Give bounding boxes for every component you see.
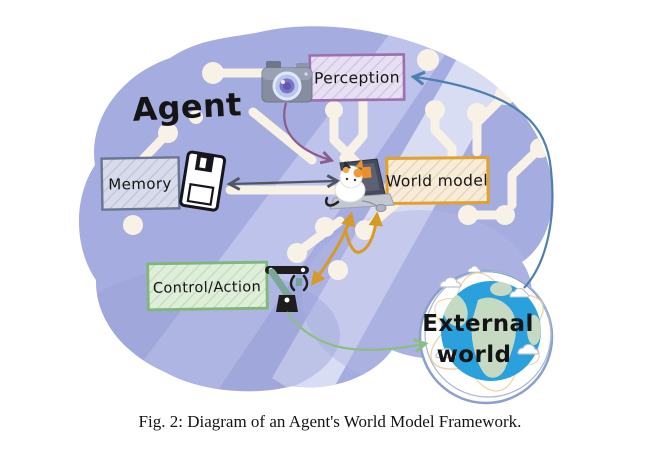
figure-caption-text: Fig. 2: Diagram of an Agent's World Mode… [138, 412, 522, 431]
arrow-worldmodel-control [310, 211, 356, 286]
perception-label: Perception [314, 69, 400, 88]
arrow-control-worldmodel-loop [343, 211, 383, 254]
memory-label: Memory [108, 174, 172, 193]
memory-box: Memory [100, 156, 181, 211]
camera-icon [261, 61, 313, 103]
external-world-label-line1: External [422, 311, 533, 337]
world-model-label: World model [386, 171, 488, 190]
globe-icon [430, 265, 544, 392]
robot-arm-icon [265, 266, 309, 312]
control-action-label: Control/Action [153, 279, 262, 297]
perception-box: Perception [308, 53, 406, 102]
arrow-control-to-external [286, 311, 424, 350]
brain-shape [78, 26, 553, 392]
floppy-disk-icon [179, 150, 227, 212]
control-action-box: Control/Action [146, 260, 269, 312]
external-world-circle: External world [418, 265, 554, 405]
external-world-label-line2: world [437, 342, 512, 368]
world-model-box: World model [385, 155, 490, 206]
figure-diagram: Perception Memory World model Control/Ac… [78, 26, 554, 405]
arrow-external-to-perception [415, 77, 554, 289]
cat-laptop-icon [324, 158, 395, 212]
figure-caption: Fig. 2: Diagram of an Agent's World Mode… [0, 412, 660, 432]
arrow-memory-worldmodel [231, 181, 336, 184]
agent-label: Agent [131, 85, 242, 129]
arrow-perception-to-worldmodel [283, 102, 330, 160]
